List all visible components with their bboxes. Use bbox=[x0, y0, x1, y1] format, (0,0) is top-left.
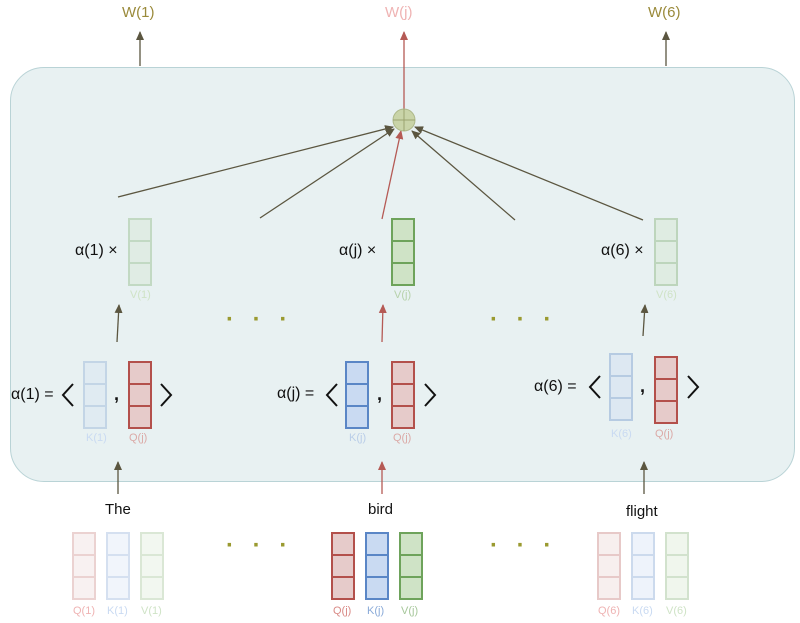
adder-node bbox=[392, 108, 416, 132]
ellipsis-bottom-left: · · · bbox=[226, 532, 294, 559]
bracket-left-j bbox=[325, 383, 338, 407]
label-v6-mid: V(6) bbox=[656, 289, 677, 301]
label-k1-bottom: K(1) bbox=[107, 605, 128, 617]
qj-vector-bottom bbox=[331, 532, 355, 600]
score-alpha-6: α(6) = bbox=[534, 378, 577, 395]
arrow-score-1 bbox=[114, 304, 123, 343]
arrow-fan-j bbox=[381, 130, 404, 220]
ellipsis-mid-right: · · · bbox=[490, 306, 558, 333]
word-flight: flight bbox=[626, 503, 658, 520]
vj-vector-bottom bbox=[399, 532, 423, 600]
comma-j: , bbox=[377, 384, 383, 404]
weight-alpha-j: α(j) × bbox=[339, 242, 377, 259]
ellipsis-bottom-right: · · · bbox=[490, 532, 558, 559]
arrow-score-6 bbox=[640, 304, 649, 337]
q1-vector-bottom bbox=[72, 532, 96, 600]
bracket-right-6 bbox=[687, 375, 700, 399]
v6-vector-bottom bbox=[665, 532, 689, 600]
arrow-fan-2 bbox=[259, 128, 395, 219]
label-v1-bottom: V(1) bbox=[141, 605, 162, 617]
weight-alpha-6: α(6) × bbox=[601, 242, 644, 259]
label-k1-pair: K(1) bbox=[86, 432, 107, 444]
label-vj-bottom: V(j) bbox=[401, 605, 419, 617]
label-kj-pair: K(j) bbox=[349, 432, 367, 444]
comma-6: , bbox=[640, 376, 646, 396]
v1-vector-bottom bbox=[140, 532, 164, 600]
score-alpha-j: α(j) = bbox=[277, 385, 315, 402]
comma-1: , bbox=[114, 384, 120, 404]
qj-vector-pair-6 bbox=[654, 356, 678, 424]
vectors-layer bbox=[72, 218, 689, 600]
arrow-fan-1 bbox=[117, 125, 394, 198]
ellipsis-mid-left: · · · bbox=[226, 306, 294, 333]
label-q1-bottom: Q(1) bbox=[73, 605, 95, 617]
word-the: The bbox=[105, 501, 131, 518]
label-kj-bottom: K(j) bbox=[367, 605, 385, 617]
label-v6-bottom: V(6) bbox=[666, 605, 687, 617]
label-v1-mid: V(1) bbox=[130, 289, 151, 301]
label-qj-pair-1: Q(j) bbox=[129, 432, 148, 444]
arrow-fan-4 bbox=[411, 130, 516, 221]
output-wj: W(j) bbox=[385, 4, 413, 21]
score-alpha-1: α(1) = bbox=[11, 386, 54, 403]
bracket-right-1 bbox=[160, 383, 173, 407]
kj-vector-bottom bbox=[365, 532, 389, 600]
k1-vector-bottom bbox=[106, 532, 130, 600]
qj-vector-pair-j bbox=[391, 361, 415, 429]
vj-vector-weighted bbox=[391, 218, 415, 286]
label-qj-pair-j: Q(j) bbox=[393, 432, 412, 444]
k6-vector-bottom bbox=[631, 532, 655, 600]
q6-vector-bottom bbox=[597, 532, 621, 600]
kj-vector-pair bbox=[345, 361, 369, 429]
label-qj-bottom: Q(j) bbox=[333, 605, 352, 617]
qj-vector-pair-1 bbox=[128, 361, 152, 429]
label-k6-bottom: K(6) bbox=[632, 605, 653, 617]
bracket-left-1 bbox=[61, 383, 74, 407]
v6-vector-weighted bbox=[654, 218, 678, 286]
weight-alpha-1: α(1) × bbox=[75, 242, 118, 259]
output-w1: W(1) bbox=[122, 4, 155, 21]
angle-brackets bbox=[61, 375, 700, 407]
v1-vector-weighted bbox=[128, 218, 152, 286]
arrow-fan-6 bbox=[414, 126, 644, 221]
label-vj-mid: V(j) bbox=[394, 289, 412, 301]
label-k6-pair: K(6) bbox=[611, 428, 632, 440]
word-bird: bird bbox=[368, 501, 394, 518]
k1-vector-pair bbox=[83, 361, 107, 429]
bracket-right-j bbox=[424, 383, 437, 407]
label-qj-pair-6: Q(j) bbox=[655, 428, 674, 440]
label-q6-bottom: Q(6) bbox=[598, 605, 620, 617]
arrows-layer bbox=[114, 31, 670, 494]
bracket-left-6 bbox=[588, 375, 601, 399]
arrow-score-j bbox=[378, 304, 387, 343]
output-w6: W(6) bbox=[648, 4, 681, 21]
k6-vector-pair bbox=[609, 353, 633, 421]
